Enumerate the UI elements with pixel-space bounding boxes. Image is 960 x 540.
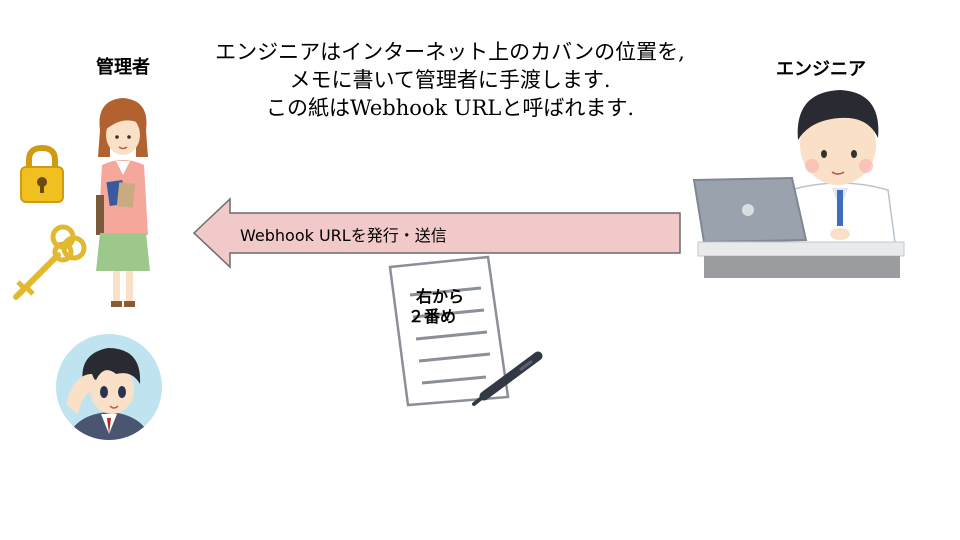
caption-line-3: この紙はWebhook URLと呼ばれます.: [265, 96, 635, 120]
engineer-illustration: [692, 90, 905, 278]
caption-line-1: エンジニアはインターネット上のカバンの位置を,: [215, 40, 685, 64]
engineer-label: エンジニア: [776, 59, 866, 80]
caption-line-2: メモに書いて管理者に手渡します.: [289, 68, 611, 92]
arrow-label: Webhook URLを発行・送信: [240, 226, 447, 245]
memo-line-1: 右から: [416, 287, 465, 306]
admin-label: 管理者: [96, 57, 150, 78]
send-arrow: [192, 197, 681, 269]
avatar: [56, 334, 162, 440]
memo-text: 右から ２番め: [408, 287, 464, 327]
paper-icon: [388, 255, 510, 407]
send-arrow-shape: [192, 197, 681, 269]
caption: エンジニアはインターネット上のカバンの位置を, メモに書いて管理者に手渡します.…: [190, 38, 710, 122]
admin-illustration: [96, 98, 150, 307]
lock-icon: [20, 144, 64, 203]
key-icon: [13, 224, 87, 300]
pen-icon: [472, 351, 543, 406]
memo-line-2: ２番め: [408, 307, 457, 326]
